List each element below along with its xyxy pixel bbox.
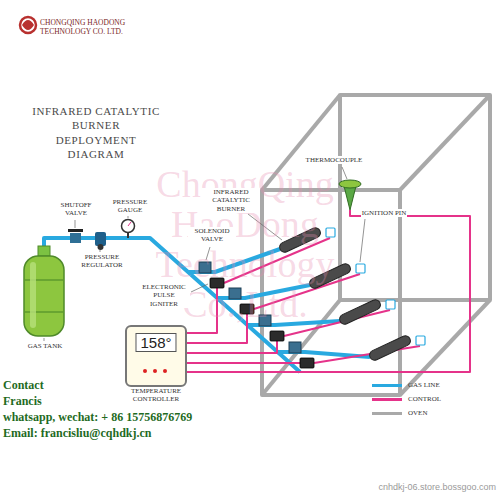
part-label: PRESSURE REGULATOR bbox=[72, 253, 132, 270]
legend-text: GAS LINE bbox=[408, 380, 440, 391]
contact-email: Email: francisliu@cqhdkj.cn bbox=[3, 426, 263, 440]
pulse-igniter bbox=[210, 278, 314, 368]
legend-swatch bbox=[372, 412, 402, 415]
pressure-gauge bbox=[122, 220, 135, 239]
indicator-dot bbox=[153, 369, 157, 373]
pressure-regulator bbox=[95, 232, 106, 250]
diagram-title: INFRARED CATALYTIC BURNER DEPLOYMENT DIA… bbox=[32, 104, 160, 161]
display-reading: 158° bbox=[135, 333, 176, 352]
part-label: INFRARED CATALYTIC BURNER bbox=[202, 188, 260, 213]
footer-url: cnhdkj-06.store.bossgoo.com bbox=[318, 482, 496, 493]
controller-box: 158°TEMPERATURE CONTROLLER bbox=[125, 325, 187, 387]
legend-row: CONTROL bbox=[372, 394, 482, 406]
legend-text: OVEN bbox=[408, 408, 427, 419]
indicator-dot bbox=[143, 369, 147, 373]
part-label: ELECTRONIC PULSE IGNITER bbox=[138, 283, 190, 308]
device-caption: TEMPERATURE CONTROLLER bbox=[111, 387, 201, 404]
company-name: CHONGQING HAODONG TECHNOLOGY CO. LTD. bbox=[40, 18, 135, 36]
part-label: SOLENOID VALVE bbox=[188, 227, 236, 244]
legend-row: GAS LINE bbox=[372, 380, 482, 392]
legend-swatch bbox=[372, 384, 402, 387]
thermocouple bbox=[339, 180, 361, 210]
oven-frame bbox=[262, 95, 490, 395]
contact-heading: Contact bbox=[3, 378, 123, 392]
shutoff-valve bbox=[68, 229, 83, 243]
leader-line bbox=[44, 167, 365, 341]
legend-swatch bbox=[372, 398, 402, 401]
contact-name: Francis bbox=[3, 394, 123, 408]
company-logo bbox=[20, 17, 36, 33]
part-label: THERMOCOUPLE bbox=[305, 156, 364, 164]
control-line bbox=[187, 210, 470, 372]
contact-phone: whatsapp, wechat: + 86 15756876769 bbox=[3, 410, 263, 424]
indicator-dot bbox=[163, 369, 167, 373]
part-label: IGNITION PIN bbox=[361, 209, 408, 217]
catalytic-burner bbox=[278, 226, 412, 362]
ignition-pin bbox=[326, 228, 425, 345]
gas-line bbox=[44, 238, 370, 372]
legend-row: OVEN bbox=[372, 408, 482, 420]
part-label: SHUTOFF VALVE bbox=[50, 201, 102, 218]
part-label: GAS TANK bbox=[27, 342, 64, 350]
gas-tank bbox=[24, 246, 64, 336]
watermark: ChongQing HaoDong Technology Co.,Ltd. bbox=[125, 165, 365, 325]
part-label: PRESSURE GAUGE bbox=[108, 198, 152, 215]
legend-text: CONTROL bbox=[408, 394, 441, 405]
solenoid-valve bbox=[199, 262, 301, 353]
